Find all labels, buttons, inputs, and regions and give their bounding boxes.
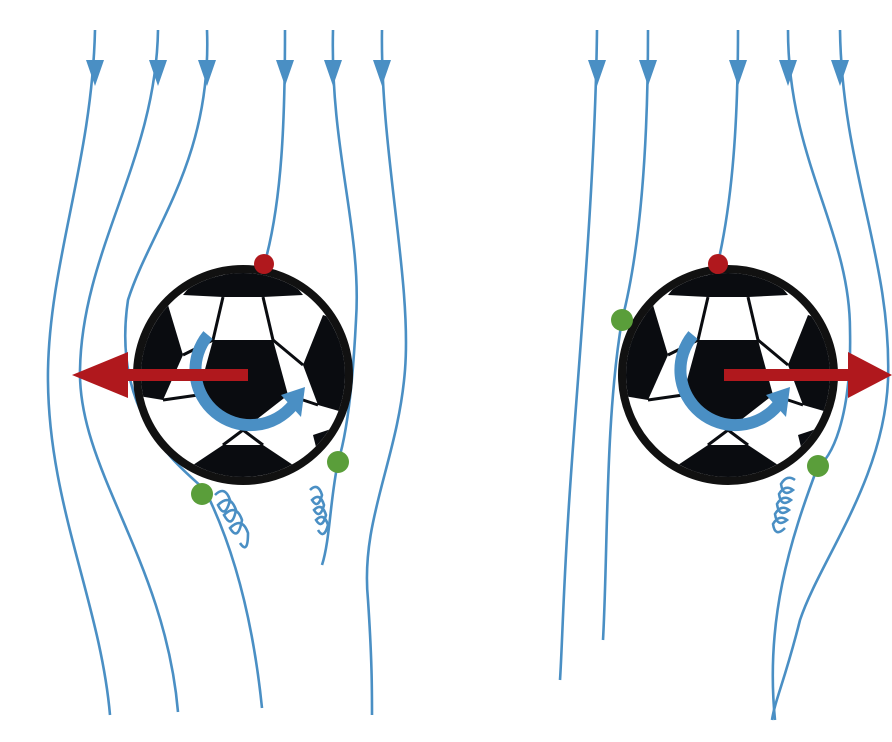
stagnation-point <box>254 254 274 274</box>
separation-point <box>611 309 633 331</box>
flow-arrows <box>86 60 391 86</box>
separation-point <box>191 483 213 505</box>
separation-point <box>327 451 349 473</box>
force-arrow-icon <box>72 352 248 398</box>
force-arrow-icon <box>724 352 892 398</box>
right-panel <box>558 29 892 721</box>
stagnation-point <box>708 254 728 274</box>
flow-arrows <box>588 60 849 86</box>
left-panel <box>46 29 408 716</box>
separation-point <box>807 455 829 477</box>
